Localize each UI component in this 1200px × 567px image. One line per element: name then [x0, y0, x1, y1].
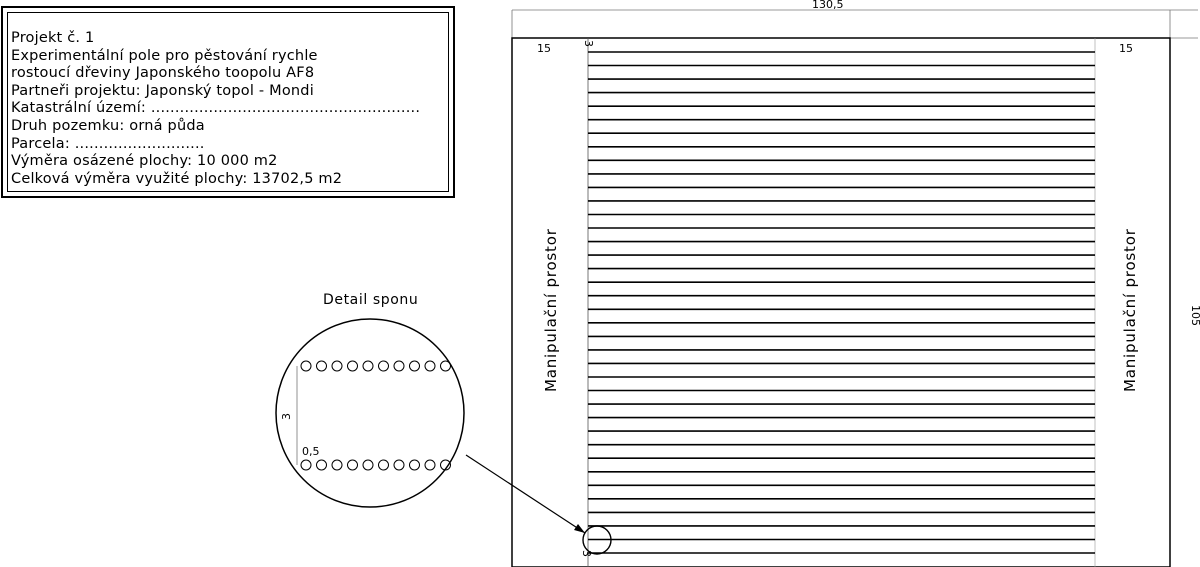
detail-plant — [300, 459, 312, 471]
detail-plant — [393, 360, 405, 372]
detail-magnified-circle — [275, 318, 465, 508]
detail-plant — [393, 459, 405, 471]
detail-plant — [378, 459, 389, 471]
project-description-line2: rostoucí dřeviny Japonského toopolu AF8 — [11, 65, 315, 82]
detail-leader-arrowhead — [574, 524, 585, 533]
detail-plant — [316, 360, 327, 372]
detail-plant — [347, 360, 358, 372]
detail-leader-line — [465, 454, 586, 534]
detail-plant — [331, 360, 343, 372]
project-total-area: Celková výměra využité plochy: 13702,5 m… — [11, 170, 343, 187]
detail-plant — [409, 459, 420, 471]
detail-plant — [331, 459, 343, 471]
detail-plant — [347, 459, 358, 471]
right-zone-label: Manipulační prostor — [1121, 228, 1139, 392]
detail-title: Detail sponu — [323, 292, 419, 308]
detail-row-spacing-label: 3 — [280, 413, 293, 420]
left-zone-label: Manipulační prostor — [542, 228, 560, 392]
project-planted-area: Výměra osázené plochy: 10 000 m2 — [11, 153, 278, 170]
detail-plant — [409, 360, 420, 372]
project-title: Projekt č. 1 — [11, 30, 95, 46]
detail-plant — [300, 360, 312, 372]
detail-plant — [362, 459, 374, 471]
project-info-inner-frame — [7, 12, 449, 192]
project-description-line1: Experimentální pole pro pěstování rychle — [11, 47, 318, 64]
detail-plant — [440, 360, 451, 372]
detail-plant — [440, 459, 451, 471]
bottom-row-dimension: 3 — [580, 550, 593, 557]
detail-plants — [300, 360, 451, 471]
project-parcel: Parcela: ........................... — [11, 135, 205, 152]
planted-rows — [588, 51, 1095, 554]
detail-plant — [424, 459, 436, 471]
project-partners: Partneři projektu: Japonský topol - Mond… — [11, 82, 314, 99]
plot-boundary — [511, 37, 1171, 567]
project-info-box: Projekt č. 1 Experimentální pole pro pěs… — [1, 6, 455, 198]
detail-plant — [424, 360, 436, 372]
detail-callout-circle — [582, 525, 612, 555]
detail-plant — [378, 360, 389, 372]
project-cadastral: Katastrální území: .....................… — [11, 100, 421, 117]
detail-plant-spacing-label: 0,5 — [302, 445, 320, 458]
right-margin-dimension: 15 — [1119, 42, 1133, 55]
project-info-text: Projekt č. 1 Experimentální pole pro pěs… — [11, 30, 420, 188]
width-dimension-label: 130,5 — [812, 0, 844, 11]
detail-plant — [316, 459, 327, 471]
height-dimension-label: 105 — [1189, 305, 1200, 326]
detail-plant — [362, 360, 374, 372]
left-margin-dimension: 15 — [537, 42, 551, 55]
top-row-dimension: 3 — [582, 40, 595, 47]
project-land-type: Druh pozemku: orná půda — [11, 117, 205, 134]
